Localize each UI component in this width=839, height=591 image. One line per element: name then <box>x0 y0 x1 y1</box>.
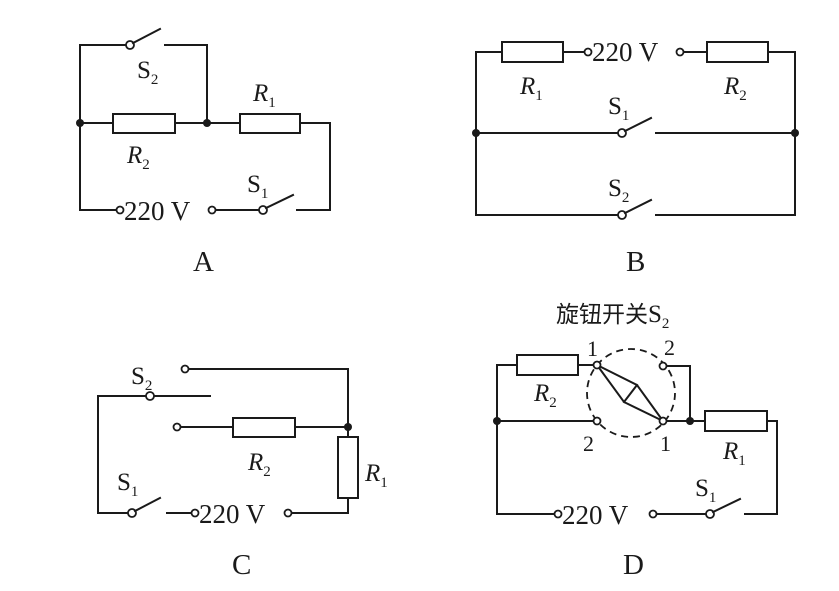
resistor-r1 <box>239 113 301 134</box>
circuit-b: 220 V R1 R2 S1 S2 B <box>472 37 799 278</box>
resistor-r1 <box>704 410 768 432</box>
source-terminal <box>207 205 217 215</box>
wire <box>97 395 147 514</box>
circuit-c: S2 R2 R1 S1 220 V C <box>97 363 388 581</box>
rotary-contact <box>592 416 602 426</box>
circuit-a: S2 R1 R2 S1 220 V A <box>76 27 331 278</box>
option-letter: D <box>623 549 644 581</box>
rotary-switch-title: 旋钮开关S2 <box>556 301 669 332</box>
wire <box>296 122 331 211</box>
junction-dot <box>791 129 799 137</box>
resistor-r2 <box>516 354 579 376</box>
label-s1: S1 <box>247 171 268 202</box>
wire <box>291 497 349 514</box>
switch-s1-blade <box>264 193 295 210</box>
switch-s1-blade <box>711 497 742 514</box>
label-s1: S1 <box>695 475 716 506</box>
contact-number: 2 <box>664 335 675 360</box>
label-s1: S1 <box>608 93 629 124</box>
rotary-switch-knob-bar <box>622 383 639 404</box>
label-r1: R1 <box>519 73 543 104</box>
wire <box>188 368 349 438</box>
label-r2: R2 <box>247 449 271 480</box>
source-voltage-label: 220 V <box>124 196 191 226</box>
source-terminal <box>115 205 125 215</box>
contact-number: 1 <box>587 336 598 361</box>
rotary-contact <box>658 361 668 371</box>
junction-dot <box>203 119 211 127</box>
wire <box>744 420 778 515</box>
source-terminal <box>190 508 200 518</box>
label-r1: R1 <box>722 438 746 469</box>
switch-s1-blade <box>133 496 162 513</box>
resistor-r2 <box>232 417 296 438</box>
source-voltage-label: 220 V <box>199 499 266 529</box>
label-s2: S2 <box>131 363 152 394</box>
source-terminal <box>675 47 685 57</box>
switch-s1-blade <box>623 116 653 133</box>
junction-dot <box>493 417 501 425</box>
source-voltage-label: 220 V <box>592 37 659 67</box>
contact-number: 1 <box>660 431 671 456</box>
label-s2: S2 <box>137 57 158 88</box>
circuit-d: 旋钮开关S2 1 2 2 1 R2 <box>493 301 778 581</box>
option-letter: B <box>626 246 645 278</box>
resistor-r1 <box>337 436 359 499</box>
source-terminal <box>553 509 563 519</box>
option-letter: C <box>232 549 251 581</box>
switch-s2-pivot <box>145 391 155 401</box>
wire <box>79 44 128 124</box>
resistor-r1 <box>501 41 564 63</box>
junction-dot <box>472 129 480 137</box>
switch-s2-blade <box>131 27 162 45</box>
wire <box>496 364 555 515</box>
wire <box>79 122 118 211</box>
label-r2: R2 <box>533 380 557 411</box>
label-r2: R2 <box>126 142 150 173</box>
source-terminal <box>583 47 593 57</box>
source-terminal <box>283 508 293 518</box>
junction-dot <box>344 423 352 431</box>
label-r1: R1 <box>364 460 388 491</box>
contact-number: 2 <box>583 431 594 456</box>
junction-dot <box>76 119 84 127</box>
resistor-r2 <box>112 113 176 134</box>
label-s1: S1 <box>117 469 138 500</box>
source-terminal <box>648 509 658 519</box>
source-voltage-label: 220 V <box>562 500 629 530</box>
label-r2: R2 <box>723 73 747 104</box>
switch-s2-blade <box>623 198 653 215</box>
junction-dot <box>686 417 694 425</box>
option-letter: A <box>193 246 214 278</box>
resistor-r2 <box>706 41 769 63</box>
rotary-switch-dial <box>586 348 676 438</box>
wire <box>164 44 208 124</box>
switch-s2-contact-lower <box>172 422 182 432</box>
switch-s2-contact-upper <box>180 364 190 374</box>
rotary-contact <box>592 360 602 370</box>
rotary-contact <box>658 416 668 426</box>
label-s2: S2 <box>608 175 629 206</box>
wire <box>666 365 691 422</box>
label-r1: R1 <box>252 80 276 111</box>
